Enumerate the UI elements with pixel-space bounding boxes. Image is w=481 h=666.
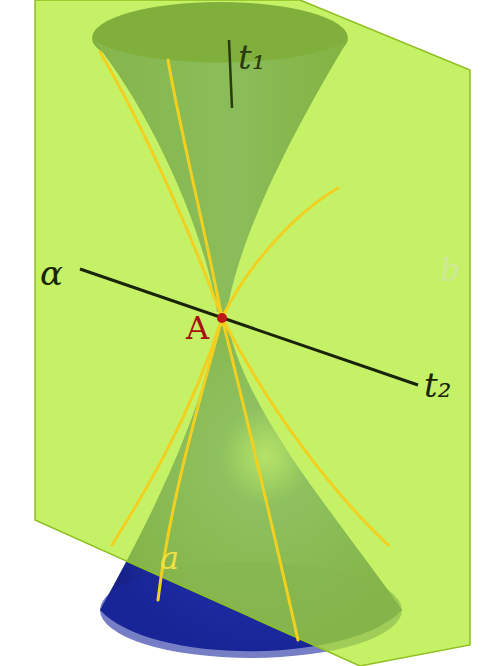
tangent-line-t1 [229, 40, 232, 108]
point-label: A [186, 312, 209, 344]
line-label: t₁ [238, 40, 265, 74]
plane-alpha [35, 0, 470, 666]
curve-label: b [440, 254, 460, 286]
line-label: t₂ [424, 368, 451, 402]
plane-label: α [40, 256, 63, 290]
tangent-line-t2 [80, 269, 418, 385]
point-a [217, 313, 227, 323]
generator-lines [100, 52, 388, 640]
curve-label: a [160, 542, 179, 574]
